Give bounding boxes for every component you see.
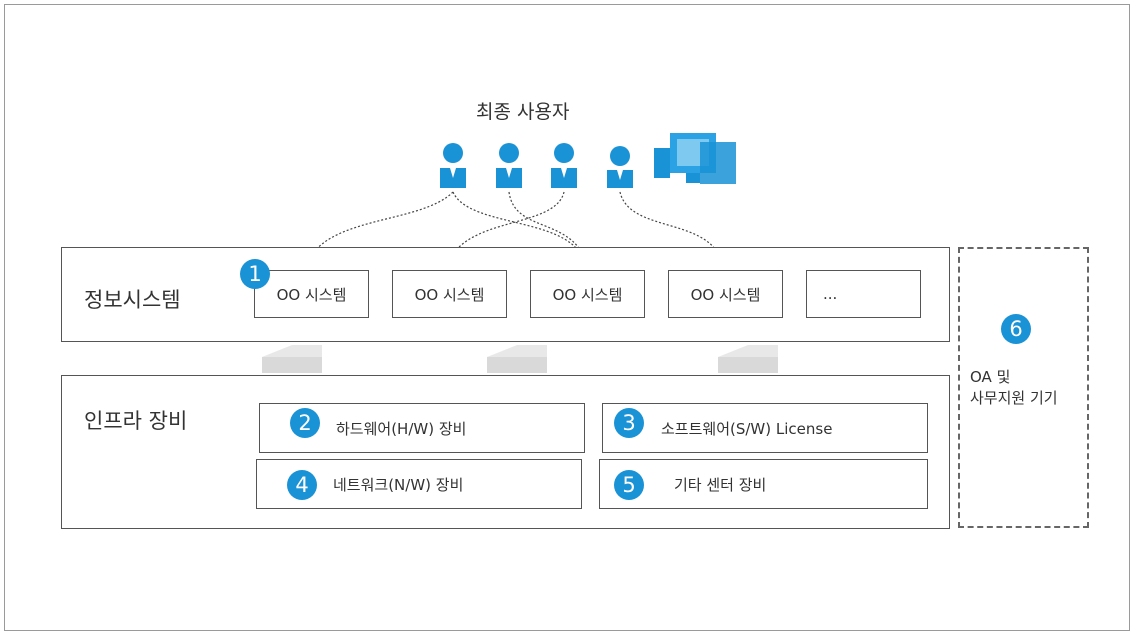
- number-badge-2: 2: [290, 408, 320, 438]
- up-arrow: [262, 345, 322, 373]
- system-box: OO 시스템: [668, 270, 783, 318]
- number-badge-1: 1: [240, 259, 270, 289]
- diagram-title: 최종 사용자: [476, 101, 570, 123]
- connector-arrow: [619, 191, 728, 273]
- system-box: OO 시스템: [254, 270, 369, 318]
- info-layer-label: 정보시스템: [84, 288, 181, 312]
- infra-item-software: 소프트웨어(S/W) License: [602, 403, 928, 453]
- number-badge-4: 4: [287, 470, 317, 500]
- system-box: OO 시스템: [530, 270, 645, 318]
- number-badge-5: 5: [614, 470, 644, 500]
- infra-item-label: 기타 센터 장비: [674, 475, 767, 494]
- infra-item-label: 소프트웨어(S/W) License: [661, 419, 833, 438]
- user-icon: [496, 143, 522, 188]
- oa-label: OA 및 사무지원 기기: [970, 367, 1058, 409]
- user-icon: [440, 143, 466, 188]
- number-badge-3: 3: [614, 408, 644, 438]
- up-arrow: [487, 345, 547, 373]
- oa-label-line1: OA 및: [970, 368, 1011, 386]
- diagram-frame: [4, 4, 1130, 631]
- user-icon: [607, 146, 633, 188]
- oa-box: [958, 247, 1089, 528]
- oa-label-line2: 사무지원 기기: [970, 389, 1058, 407]
- infra-item-label: 네트워크(N/W) 장비: [333, 475, 464, 494]
- infra-layer-label: 인프라 장비: [84, 409, 188, 433]
- computer-icon: [654, 133, 736, 184]
- system-box: OO 시스템: [392, 270, 507, 318]
- infra-item-label: 하드웨어(H/W) 장비: [336, 419, 467, 438]
- up-arrow: [718, 345, 778, 373]
- connector-arrow: [508, 191, 592, 273]
- user-icon: [551, 143, 577, 188]
- system-box-more: ...: [806, 270, 921, 318]
- number-badge-6: 6: [1001, 314, 1031, 344]
- infra-item-other: 기타 센터 장비: [599, 459, 928, 509]
